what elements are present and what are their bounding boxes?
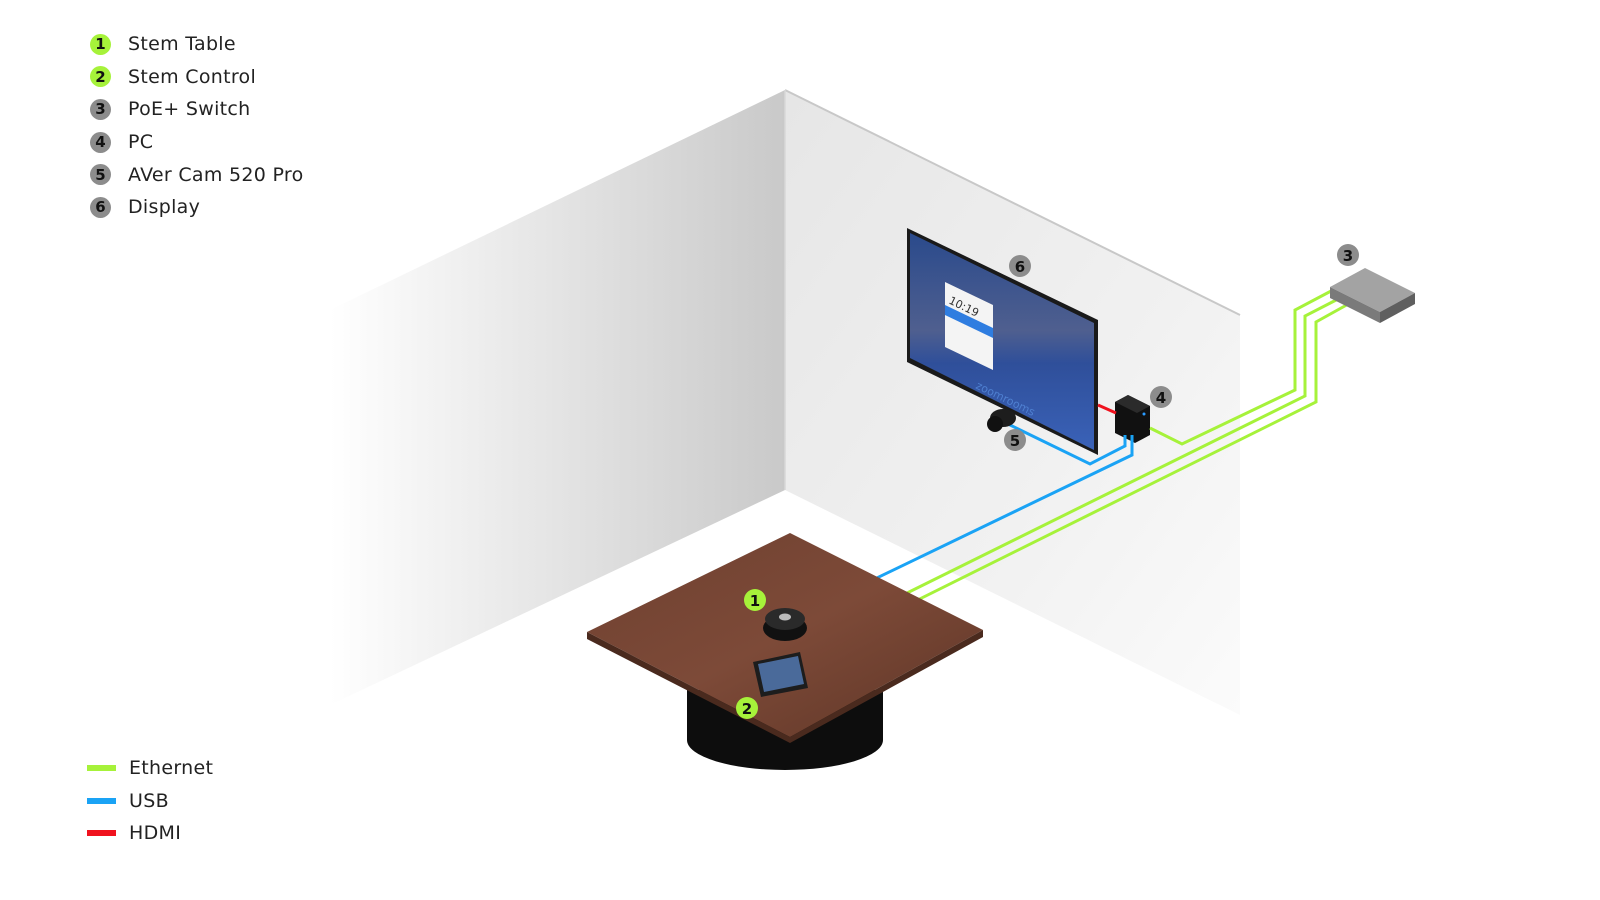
badge-6: 6 — [90, 196, 111, 218]
svg-text:6: 6 — [1015, 258, 1025, 276]
svg-text:5: 5 — [1010, 432, 1020, 450]
device-legend: 1 Stem Table 2 Stem Control 3 PoE+ Switch 4… — [90, 28, 304, 224]
usb-swatch — [87, 797, 116, 804]
pc — [1115, 395, 1150, 443]
legend-label: Display — [128, 196, 201, 219]
badge-2: 2 — [90, 66, 111, 88]
callout-4: 4 — [1150, 386, 1172, 408]
legend-label: PC — [128, 131, 154, 154]
stem-control-device — [753, 652, 808, 697]
camera — [987, 409, 1016, 432]
wall-top-edge — [784, 89, 1241, 316]
cable-label: USB — [129, 789, 169, 812]
hdmi-swatch — [87, 830, 116, 837]
badge-3: 3 — [90, 98, 111, 120]
cable-legend-hdmi: HDMI — [87, 817, 213, 850]
ethernet-swatch — [87, 765, 116, 772]
stem-table-furniture — [587, 533, 983, 770]
legend-label: Stem Control — [128, 65, 257, 88]
callout-1: 1 — [744, 589, 766, 611]
cable-legend-ethernet: Ethernet — [87, 752, 213, 785]
legend-label: PoE+ Switch — [128, 98, 251, 121]
badge-5: 5 — [90, 164, 111, 186]
badge-1: 1 — [90, 33, 111, 55]
legend-label: Stem Table — [128, 33, 236, 56]
left-wall — [330, 90, 785, 705]
cable-label: HDMI — [129, 822, 182, 845]
legend-item-pc: 4 PC — [90, 126, 304, 159]
legend-item-camera: 5 AVer Cam 520 Pro — [90, 158, 304, 191]
usb-cables — [799, 422, 1134, 617]
callout-3: 3 — [1337, 244, 1359, 266]
svg-text:1: 1 — [750, 592, 760, 610]
cable-label: Ethernet — [129, 757, 214, 780]
legend-item-stem-table: 1 Stem Table — [90, 28, 304, 61]
callout-5: 5 — [1004, 429, 1026, 451]
hdmi-cable — [1097, 403, 1117, 415]
svg-text:4: 4 — [1156, 389, 1166, 407]
cable-legend-usb: USB — [87, 785, 213, 818]
legend-label: AVer Cam 520 Pro — [128, 163, 304, 186]
legend-item-stem-control: 2 Stem Control — [90, 61, 304, 94]
legend-item-display: 6 Display — [90, 191, 304, 224]
poe-switch — [1330, 268, 1415, 323]
svg-text:2: 2 — [742, 700, 752, 718]
stem-table-device — [763, 608, 807, 641]
svg-text:3: 3 — [1343, 247, 1353, 265]
callout-2: 2 — [736, 697, 758, 719]
cable-legend: Ethernet USB HDMI — [87, 752, 213, 850]
badge-4: 4 — [90, 131, 111, 153]
legend-item-poe-switch: 3 PoE+ Switch — [90, 93, 304, 126]
callout-6: 6 — [1009, 255, 1031, 277]
